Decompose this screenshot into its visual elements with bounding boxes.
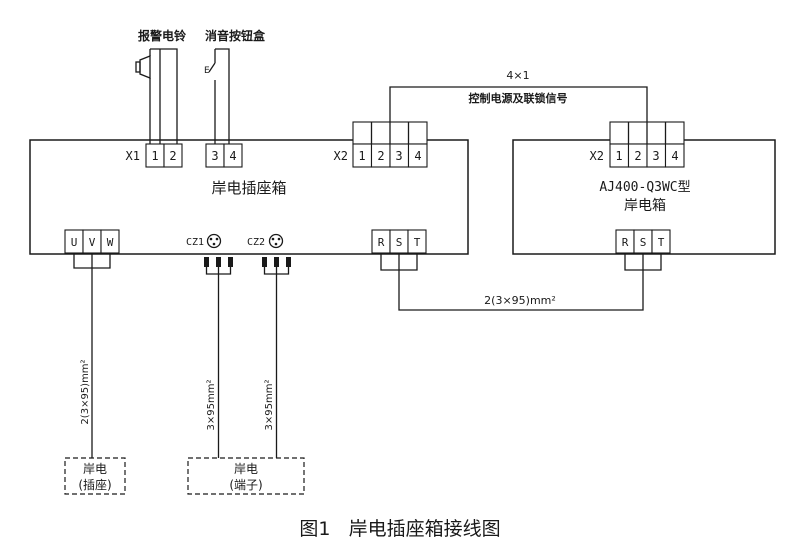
uvw-label-v: V (89, 236, 96, 249)
x2-right-pin-1: 1 (615, 149, 622, 163)
cz1-cable (205, 267, 232, 458)
cz2-output-terminals (262, 257, 291, 267)
control-cable-count: 4×1 (506, 69, 529, 82)
x2-left-pin-4: 4 (414, 149, 421, 163)
x2-left-pin-2: 2 (377, 149, 384, 163)
cz2-label: CZ2 (247, 237, 265, 248)
x1-pin-1: 1 (151, 149, 158, 163)
x2-right-label: X2 (590, 149, 604, 163)
x1-pin-3: 3 (211, 149, 218, 163)
alarm-bell-label: 报警电铃 (138, 28, 187, 43)
cz1-output-terminals (204, 257, 233, 267)
x2-left-terminal-4 (407, 143, 428, 168)
x2-left-label: X2 (334, 149, 348, 163)
figure-caption: 图1 岸电插座箱接线图 (299, 518, 500, 540)
x1-pin-4: 4 (229, 149, 236, 163)
socket-endpoint-line2: (插座) (78, 477, 111, 492)
rst-left-label-r: R (378, 236, 385, 249)
aj400-model-label: AJ400-Q3WC型 (599, 180, 690, 195)
terminal-endpoint-line2: (端子) (229, 478, 262, 492)
rst-cable-label: 2(3×95)mm² (484, 294, 556, 307)
x1-terminal-4 (223, 143, 243, 168)
cz1-socket-icon (206, 233, 222, 249)
switch-mark: E (204, 66, 210, 76)
socket-endpoint-line1: 岸电 (83, 462, 107, 476)
aj400-name-label: 岸电箱 (624, 198, 666, 214)
x2-right-upper-dividers (627, 122, 667, 144)
control-cable (389, 86, 648, 122)
mute-button-wires (208, 48, 230, 144)
x2-right-terminal-4 (664, 143, 685, 168)
uvw-label-w: W (107, 236, 114, 249)
cz1-label: CZ1 (186, 237, 204, 248)
x2-left-upper-dividers (370, 122, 410, 144)
cz2-cable-label: 3×95mm² (264, 380, 275, 431)
shore-terminal-endpoint (187, 457, 305, 495)
rst-left-label-s: S (396, 236, 403, 249)
rst-left-label-t: T (414, 236, 421, 249)
x2-left-pin-3: 3 (395, 149, 402, 163)
x1-terminal-2 (163, 143, 183, 168)
control-cable-desc: 控制电源及联锁信号 (469, 91, 568, 105)
x2-left-pin-1: 1 (358, 149, 365, 163)
uvw-label-u: U (71, 236, 78, 249)
mute-button-box-label: 消音按钮盒 (205, 28, 266, 43)
x1-pin-2: 2 (169, 149, 176, 163)
cz1-cable-label: 3×95mm² (206, 380, 217, 431)
x2-right-pin-3: 3 (652, 149, 659, 163)
shore-socket-box-label: 岸电插座箱 (211, 179, 286, 197)
alarm-bell-icon (135, 55, 151, 79)
bell-wires (149, 48, 178, 144)
uvw-cable (73, 253, 111, 458)
rst-power-cable (380, 253, 662, 311)
rst-right-label-s: S (640, 236, 647, 249)
cz2-cable (263, 267, 290, 458)
rst-right-label-r: R (622, 236, 629, 249)
rst-right-label-t: T (658, 236, 665, 249)
x1-label: X1 (126, 149, 140, 163)
uvw-cable-label: 2(3×95)mm² (80, 359, 91, 424)
terminal-endpoint-line1: 岸电 (234, 462, 258, 476)
cz2-socket-icon (268, 233, 284, 249)
x2-right-pin-2: 2 (634, 149, 641, 163)
x2-right-pin-4: 4 (671, 149, 678, 163)
